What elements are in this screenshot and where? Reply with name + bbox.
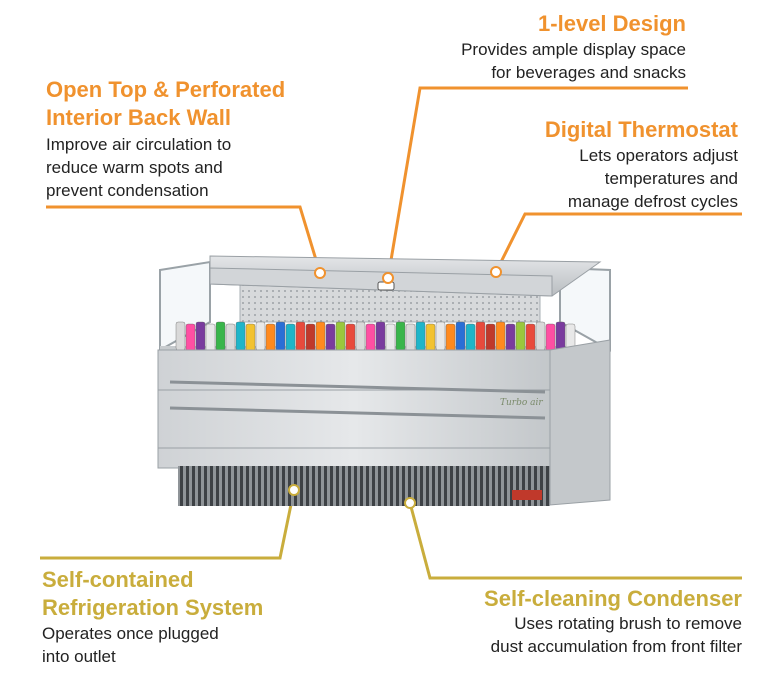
beverage-can bbox=[495, 321, 506, 351]
beverage-can bbox=[375, 321, 386, 351]
beverage-can bbox=[205, 323, 216, 353]
beverage-can bbox=[255, 321, 266, 351]
beverage-can bbox=[295, 321, 306, 351]
beverage-can bbox=[305, 323, 316, 353]
brand-logo: Turbo air bbox=[500, 398, 543, 408]
leader-open-top bbox=[46, 205, 322, 274]
beverage-can bbox=[535, 321, 546, 351]
beverage-can bbox=[455, 321, 466, 351]
beverage-can bbox=[335, 321, 346, 351]
beverage-can bbox=[465, 323, 476, 353]
beverage-can bbox=[395, 321, 406, 351]
display-case: Turbo air bbox=[157, 255, 611, 509]
beverage-can bbox=[475, 321, 486, 351]
one-level-desc: Provides ample display space for beverag… bbox=[461, 40, 686, 82]
open-top-title: Open Top & Perforated Interior Back Wall bbox=[46, 77, 286, 130]
beverage-can bbox=[515, 321, 526, 351]
leader-condenser bbox=[408, 502, 742, 580]
beverage-can bbox=[245, 323, 256, 353]
beverage-can bbox=[275, 321, 286, 351]
beverage-can bbox=[445, 323, 456, 353]
beverage-can bbox=[365, 323, 376, 353]
beverage-can bbox=[175, 321, 186, 351]
condenser-desc: Uses rotating brush to remove dust accum… bbox=[490, 614, 742, 656]
beverage-can bbox=[505, 323, 516, 353]
leader-one-level bbox=[386, 86, 688, 279]
condenser-title: Self-cleaning Condenser bbox=[484, 586, 742, 611]
beverage-can bbox=[195, 321, 206, 351]
leader-refrigeration bbox=[40, 489, 296, 560]
leader-thermostat bbox=[494, 212, 742, 273]
beverage-can bbox=[235, 321, 246, 351]
open-top-desc: Improve air circulation to reduce warm s… bbox=[46, 135, 232, 200]
beverage-can bbox=[265, 323, 276, 353]
thermostat-title: Digital Thermostat bbox=[544, 117, 738, 142]
beverage-can bbox=[545, 323, 556, 353]
beverage-can bbox=[435, 321, 446, 351]
beverage-can bbox=[355, 321, 366, 351]
beverage-can bbox=[485, 323, 496, 353]
beverage-can bbox=[415, 321, 426, 351]
beverage-can bbox=[425, 323, 436, 353]
beverage-can bbox=[405, 323, 416, 353]
beverage-can bbox=[345, 323, 356, 353]
beverage-can bbox=[185, 323, 196, 353]
one-level-title: 1-level Design bbox=[538, 11, 686, 36]
leader-lines bbox=[40, 86, 742, 580]
beverage-can bbox=[315, 321, 326, 351]
thermostat-desc: Lets operators adjust temperatures and m… bbox=[567, 146, 738, 211]
beverage-can bbox=[555, 321, 566, 351]
beverage-can bbox=[215, 321, 226, 351]
beverage-can bbox=[385, 323, 396, 353]
warning-label bbox=[512, 490, 542, 500]
beverage-can bbox=[225, 323, 236, 353]
beverage-can bbox=[285, 323, 296, 353]
beverage-can bbox=[525, 323, 536, 353]
refrigeration-desc: Operates once plugged into outlet bbox=[42, 624, 219, 666]
beverage-can bbox=[325, 323, 336, 353]
refrigeration-title: Self-contained Refrigeration System bbox=[42, 567, 264, 620]
